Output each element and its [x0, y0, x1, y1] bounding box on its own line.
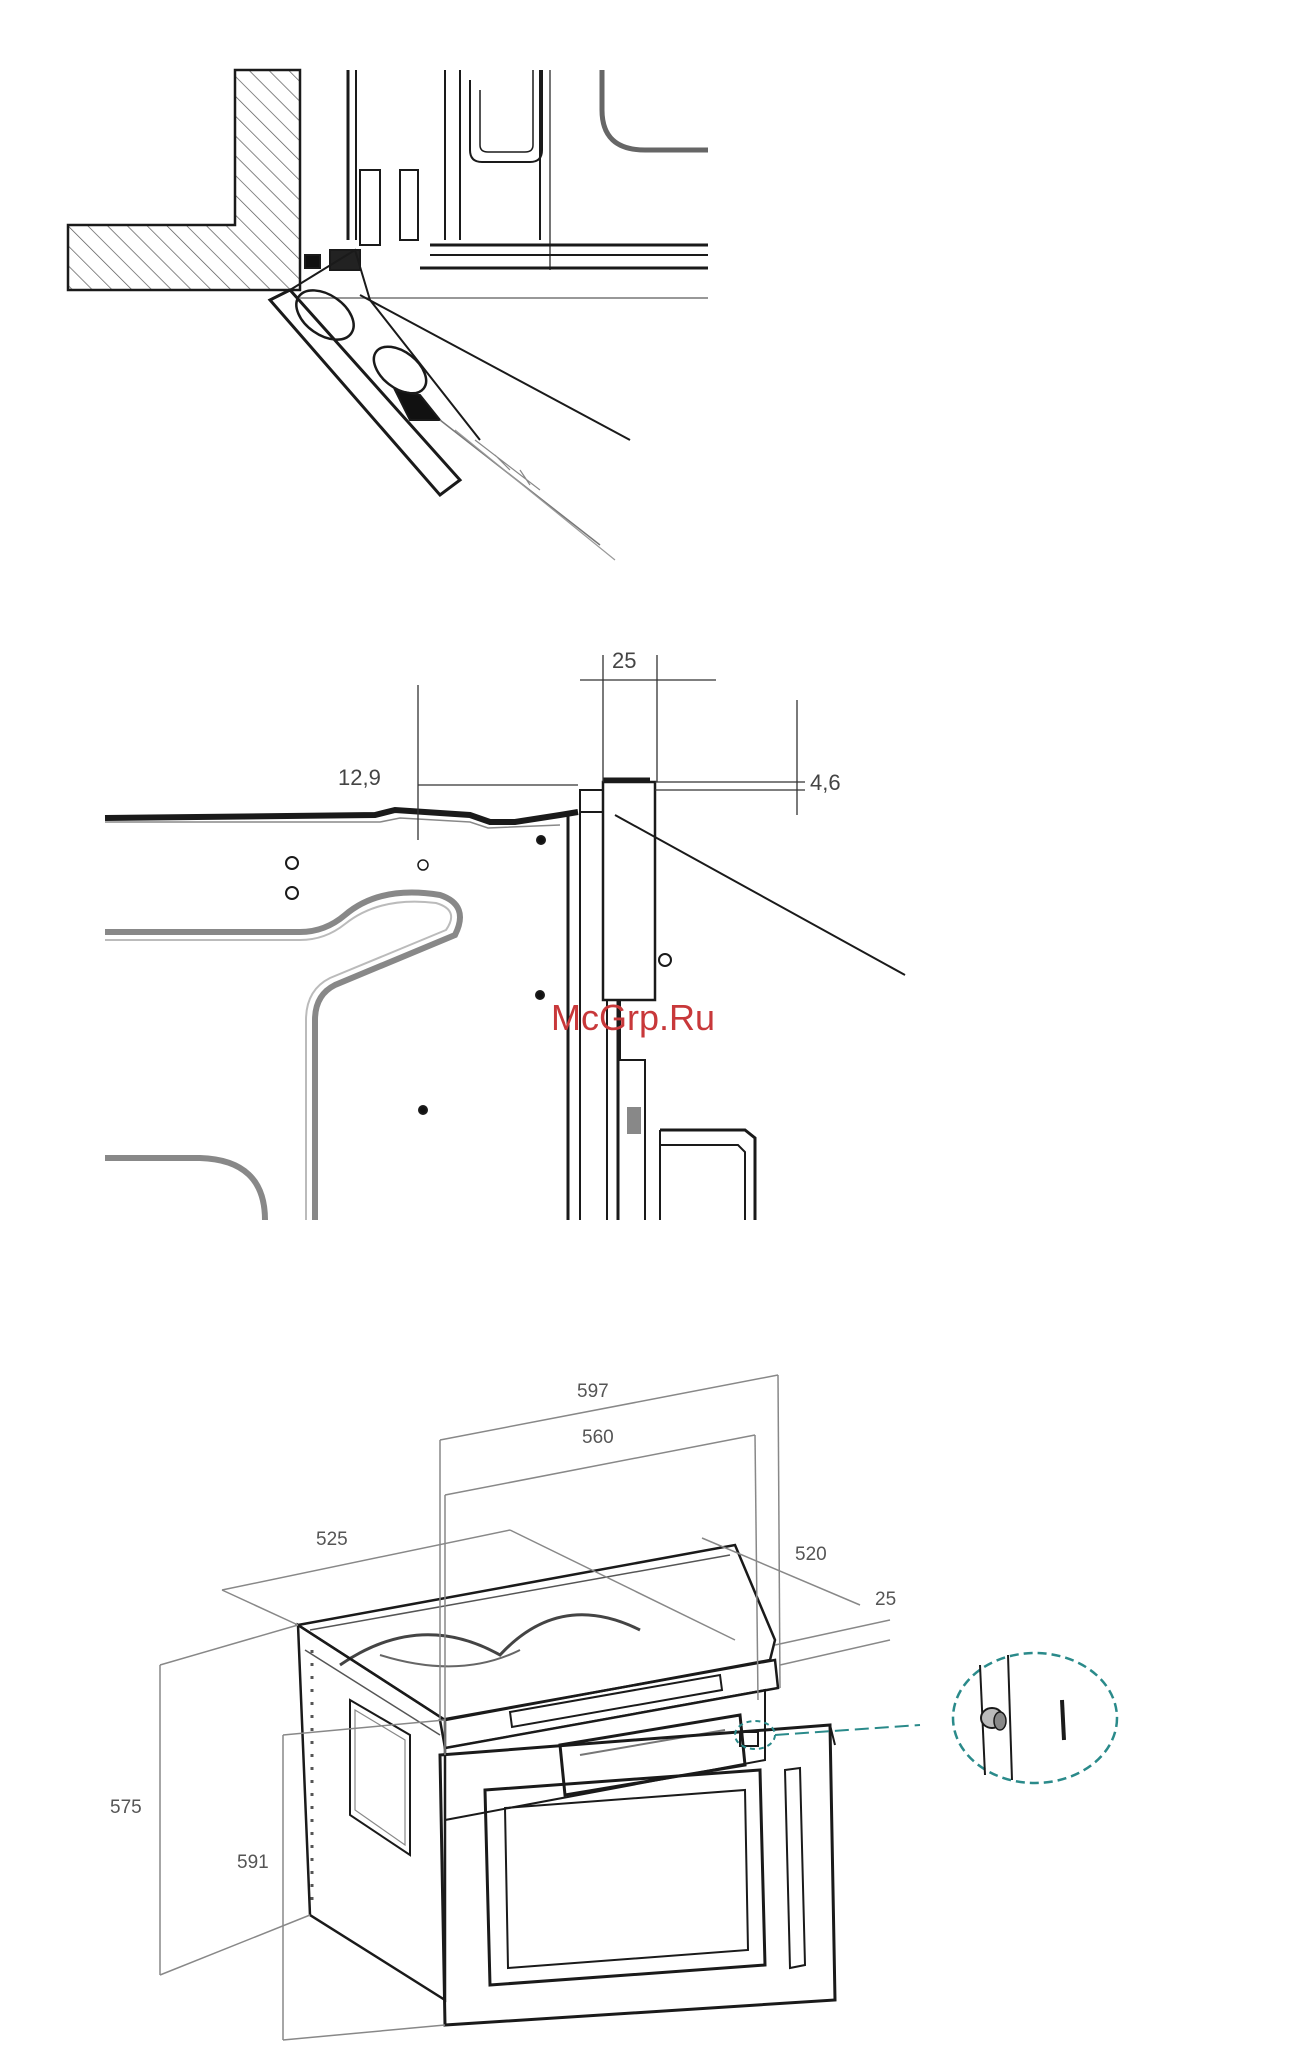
- dim-520-label: 520: [795, 1544, 827, 1565]
- dim-25-iso-label: 25: [875, 1589, 896, 1610]
- dim-4-6-label: 4,6: [810, 770, 841, 795]
- frame-section-dimensions: [418, 655, 805, 840]
- oven-dimensions: [160, 1375, 890, 2040]
- dim-560-label: 560: [582, 1427, 614, 1448]
- watermark: McGrp.Ru: [551, 997, 715, 1038]
- dim-25-label: 25: [612, 648, 636, 673]
- frame-section-detail: [105, 780, 905, 1220]
- oven-isometric: [298, 1545, 835, 2025]
- dim-575-label: 575: [110, 1797, 142, 1818]
- magnifier-circle-icon: [735, 1653, 1117, 1783]
- dim-525-label: 525: [316, 1529, 348, 1550]
- hinge-section-detail: [68, 70, 708, 560]
- cabinet-wall-hatched: [68, 70, 300, 290]
- dim-591-label: 591: [237, 1852, 269, 1873]
- dim-12-9-label: 12,9: [338, 765, 381, 790]
- dim-597-label: 597: [577, 1381, 609, 1402]
